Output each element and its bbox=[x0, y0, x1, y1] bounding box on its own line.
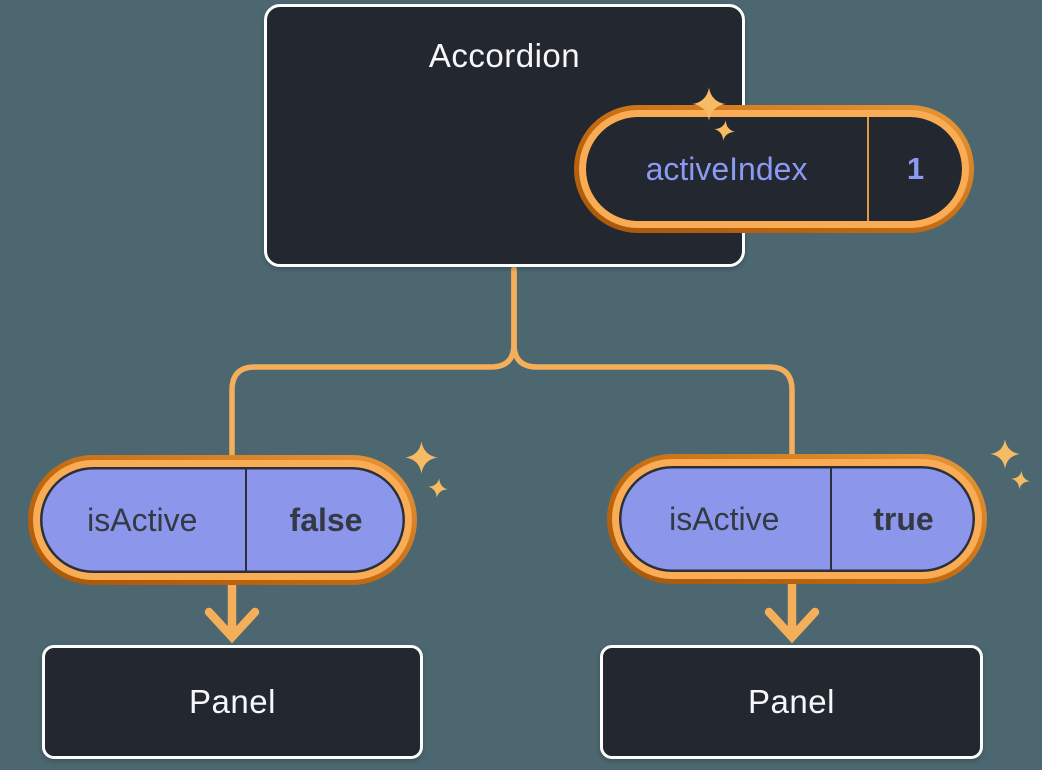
accordion-title: Accordion bbox=[428, 37, 581, 74]
connector-right-branch bbox=[511, 266, 795, 461]
state-name: activeIndex bbox=[645, 150, 808, 187]
pill-divider bbox=[244, 467, 247, 573]
accordion-node: Accordion activeIndex 1 bbox=[264, 4, 974, 267]
prop-value: true bbox=[873, 500, 934, 537]
prop-name: isActive bbox=[669, 500, 780, 537]
arrow-down-icon bbox=[204, 607, 260, 644]
prop-name: isActive bbox=[87, 501, 198, 538]
pill-divider bbox=[867, 117, 869, 221]
sparkle-icon bbox=[692, 86, 726, 122]
sparkle-icon bbox=[713, 119, 737, 143]
sparkle-icon bbox=[1010, 469, 1032, 491]
sparkle-icon bbox=[990, 438, 1020, 470]
sparkle-icon bbox=[405, 440, 438, 475]
panel-node: Panel bbox=[600, 645, 983, 759]
panel-label: Panel bbox=[189, 683, 276, 720]
arrow-down-icon bbox=[764, 607, 820, 644]
prop-value: false bbox=[289, 501, 363, 538]
panel-node: Panel bbox=[42, 645, 423, 759]
state-pill: activeIndex 1 bbox=[574, 105, 974, 233]
sparkle-icon bbox=[427, 477, 450, 500]
pill-divider bbox=[829, 466, 832, 572]
panel-label: Panel bbox=[748, 683, 835, 720]
connector-left-branch bbox=[229, 266, 517, 461]
prop-pill: isActive false bbox=[28, 455, 417, 585]
state-value: 1 bbox=[906, 151, 925, 186]
prop-pill: isActive true bbox=[607, 454, 987, 584]
